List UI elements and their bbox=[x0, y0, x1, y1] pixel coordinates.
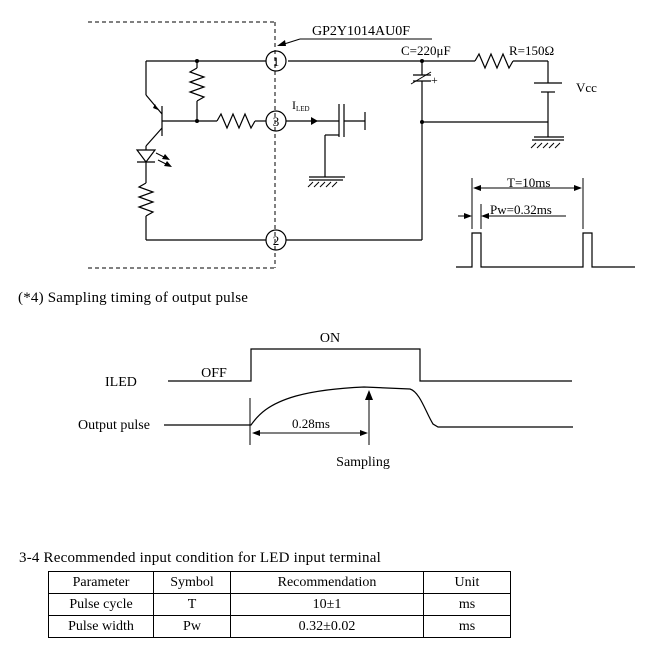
resistor-label: R=150Ω bbox=[509, 43, 554, 58]
pulse-width-label: Pw=0.32ms bbox=[490, 202, 552, 217]
table-header-cell: Symbol bbox=[153, 571, 231, 594]
off-label: OFF bbox=[201, 366, 227, 381]
vcc-label: Vcc bbox=[576, 80, 597, 95]
table-row: Pulse cycle T 10±1 ms bbox=[48, 593, 511, 616]
table-cell: Pw bbox=[153, 615, 231, 638]
circuit-diagram: GP2Y1014AU0F + C=220μF R=150Ω bbox=[88, 21, 597, 269]
delay-label: 0.28ms bbox=[292, 416, 330, 431]
period-label: T=10ms bbox=[507, 175, 550, 190]
table-row: Pulse width Pw 0.32±0.02 ms bbox=[48, 615, 511, 638]
iled-row-label: ILED bbox=[105, 375, 137, 390]
on-label: ON bbox=[320, 331, 340, 346]
table-header-cell: Unit bbox=[423, 571, 511, 594]
table-header-cell: Recommendation bbox=[230, 571, 424, 594]
table-header-row: Parameter Symbol Recommendation Unit bbox=[48, 571, 511, 594]
pin-1-label: 1 bbox=[273, 54, 280, 69]
capacitor-label: C=220μF bbox=[401, 43, 451, 58]
cap-polarity: + bbox=[431, 73, 438, 87]
table-cell: Pulse cycle bbox=[48, 593, 154, 616]
table-header-cell: Parameter bbox=[48, 571, 154, 594]
table-cell: Pulse width bbox=[48, 615, 154, 638]
table-cell: ms bbox=[423, 615, 511, 638]
table-cell: 10±1 bbox=[230, 593, 424, 616]
section-heading: 3-4 Recommended input condition for LED … bbox=[19, 550, 381, 566]
output-pulse-label: Output pulse bbox=[78, 418, 150, 433]
table-cell: T bbox=[153, 593, 231, 616]
iled-label: ILED bbox=[292, 98, 310, 113]
table-cell: ms bbox=[423, 593, 511, 616]
timing-diagram: ON OFF ILED Output pulse 0.28ms Sampling bbox=[78, 331, 573, 470]
sampling-label: Sampling bbox=[336, 455, 390, 470]
timing-heading: (*4) Sampling timing of output pulse bbox=[18, 290, 249, 306]
pin-2-label: 2 bbox=[273, 233, 280, 248]
recommendation-table: Parameter Symbol Recommendation Unit Pul… bbox=[48, 571, 511, 638]
pulse-period-diagram: T=10ms Pw=0.32ms bbox=[456, 175, 635, 268]
part-number-label: GP2Y1014AU0F bbox=[312, 24, 410, 39]
pin-3-label: 3 bbox=[273, 114, 280, 129]
table-cell: 0.32±0.02 bbox=[230, 615, 424, 638]
